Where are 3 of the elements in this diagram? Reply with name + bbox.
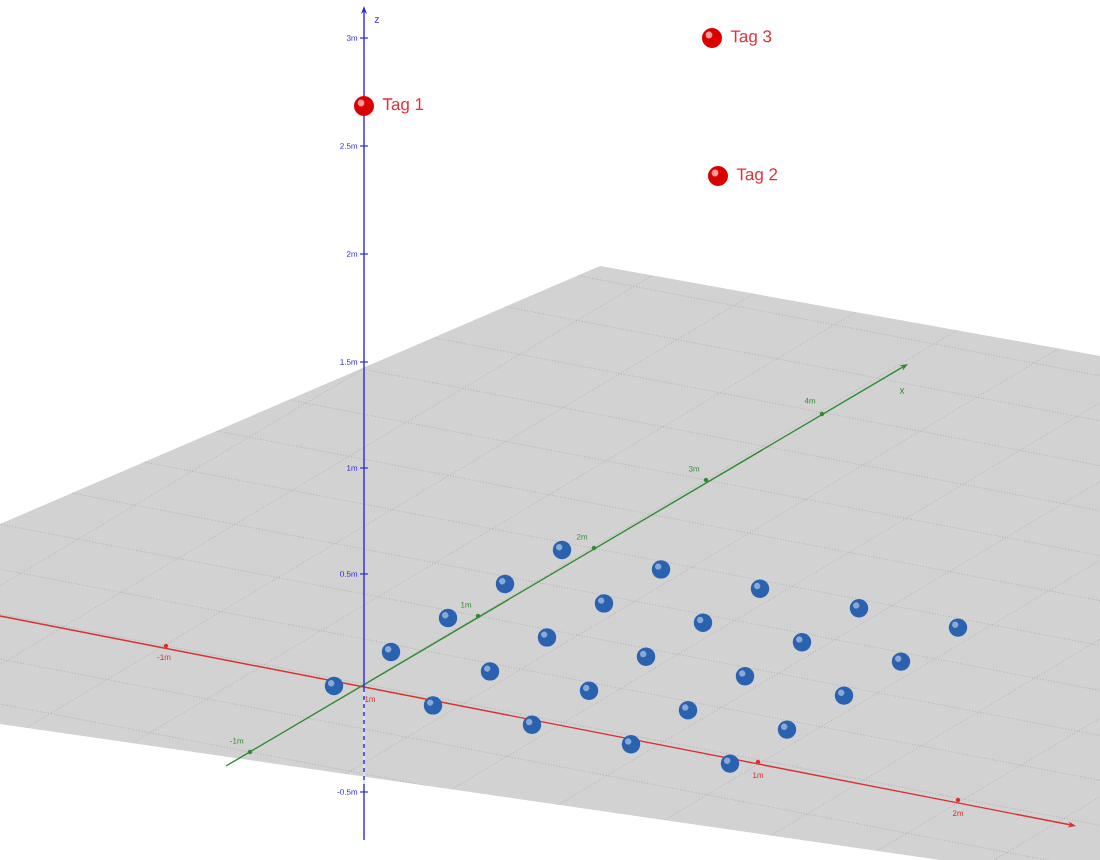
tag-label: Tag 3 xyxy=(730,30,772,46)
tag-label: Tag 1 xyxy=(382,98,424,114)
tag-label: Tag 2 xyxy=(736,168,778,184)
